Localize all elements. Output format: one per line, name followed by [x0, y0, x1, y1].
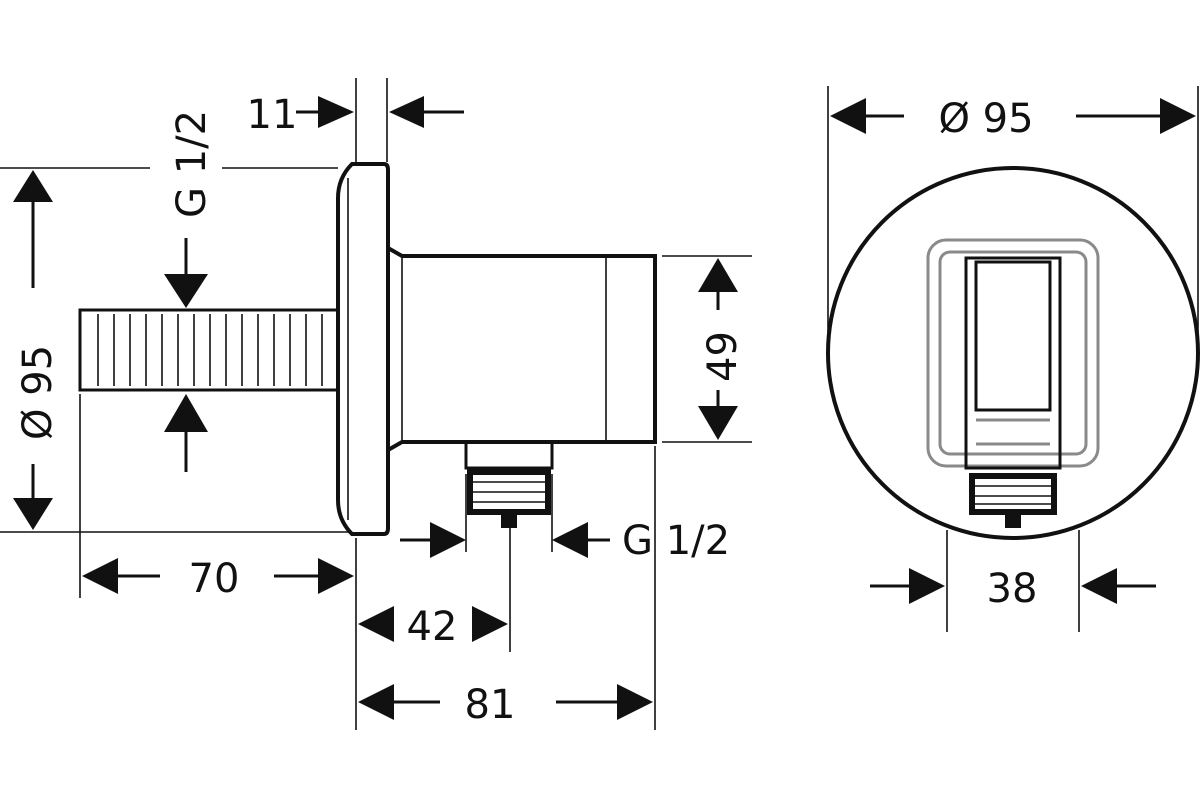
outlet-body	[386, 244, 657, 454]
flange	[336, 162, 390, 536]
flange-circle	[826, 166, 1200, 540]
outlet-connector	[464, 440, 554, 528]
dim-thread-outlet: G 1/2	[400, 518, 730, 564]
dim-38-label: 38	[987, 566, 1038, 612]
dim-49-label: 49	[700, 331, 746, 382]
dim-flange-diameter-side: Ø 95	[13, 170, 61, 530]
dim-42-label: 42	[407, 604, 458, 650]
dim-81-label: 81	[465, 682, 516, 728]
front-extension-lines	[827, 86, 1199, 632]
front-connector	[969, 473, 1057, 528]
dim-flange-diameter-front: Ø 95	[830, 96, 1196, 142]
dim-flange-diameter-side-label: Ø 95	[15, 345, 61, 440]
holder-bracket	[926, 238, 1100, 470]
dim-42: 42	[358, 604, 508, 650]
dim-81: 81	[358, 682, 653, 728]
dim-thread-outlet-label: G 1/2	[622, 518, 730, 564]
extension-lines	[0, 78, 752, 730]
side-view: 11 G 1/2 Ø 95 49	[0, 78, 752, 730]
dim-38: 38	[870, 566, 1156, 612]
threaded-tail	[78, 308, 344, 392]
dim-flange-diameter-front-label: Ø 95	[938, 96, 1033, 142]
front-view: Ø 95 38	[826, 86, 1200, 632]
dim-11: 11	[247, 92, 464, 138]
dim-49: 49	[698, 258, 746, 440]
dim-70-label: 70	[189, 556, 240, 602]
dim-thread-top-label: G 1/2	[169, 110, 215, 218]
dim-70: 70	[82, 556, 354, 602]
dim-11-label: 11	[247, 92, 298, 138]
dim-thread-top: G 1/2	[164, 110, 215, 472]
